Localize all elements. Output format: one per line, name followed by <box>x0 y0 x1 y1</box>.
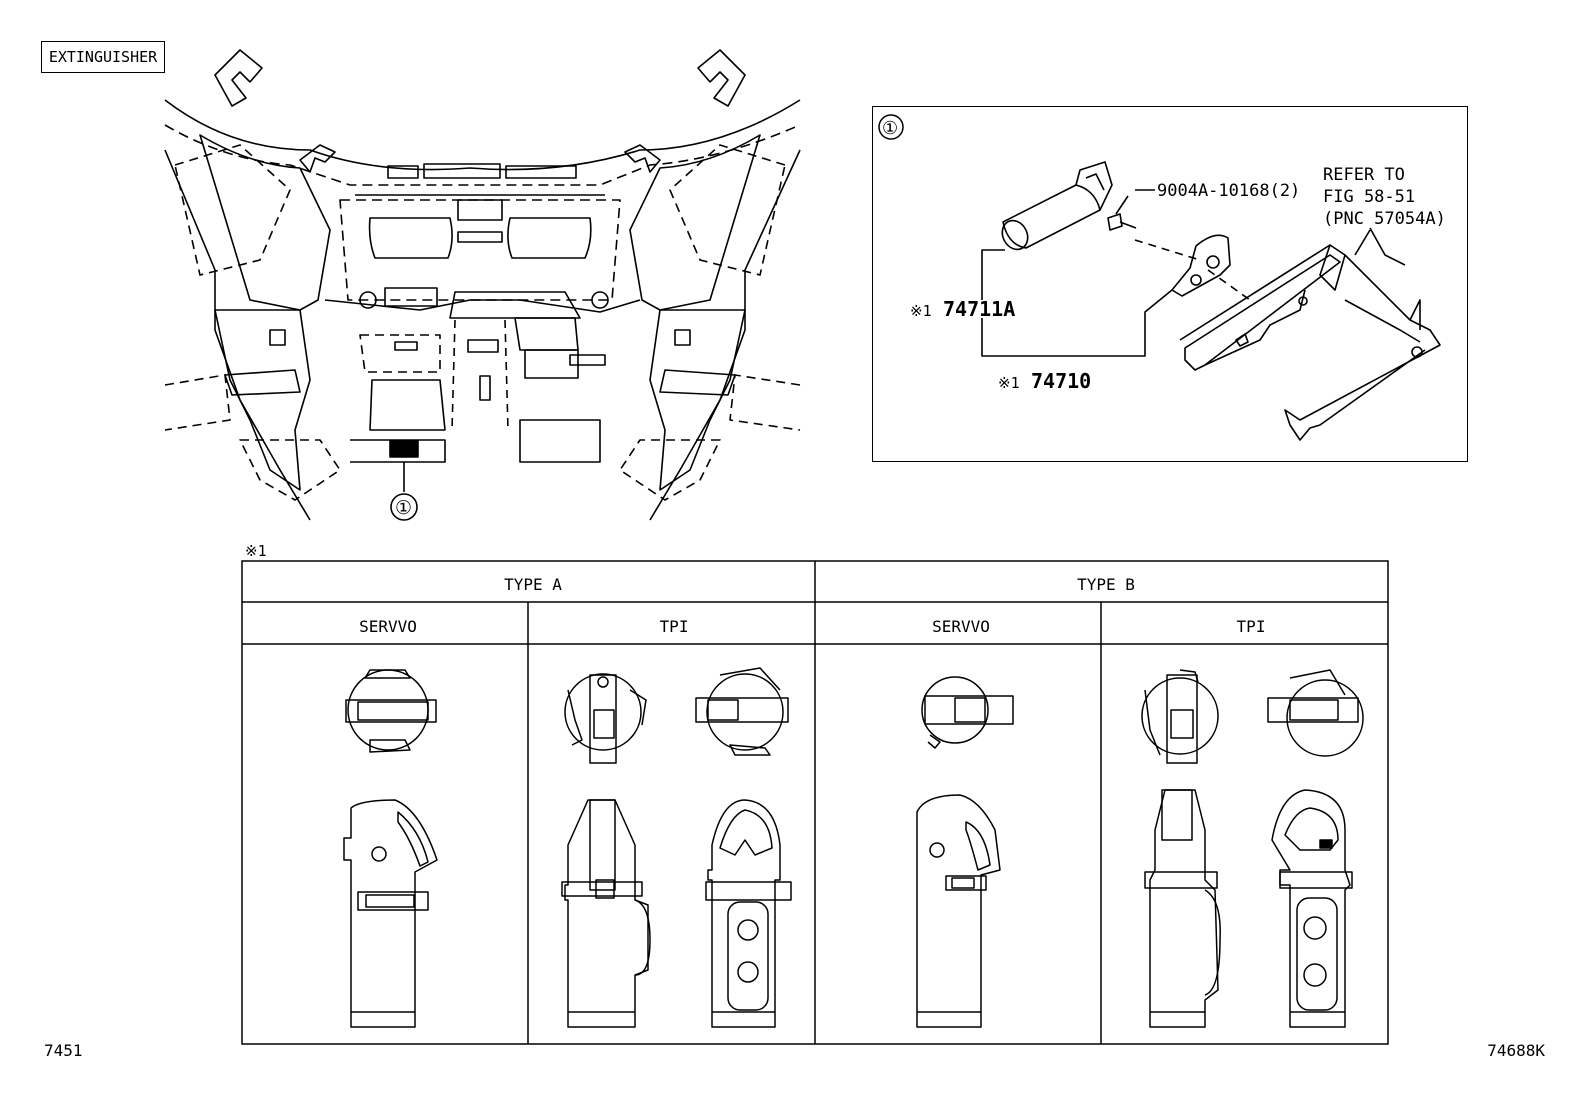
left-pillar <box>164 149 311 521</box>
type-b-tpi-header: TPI <box>1237 617 1266 636</box>
seat-left <box>214 309 311 491</box>
right-pillar <box>649 149 801 521</box>
callout-circle <box>390 493 418 521</box>
extinguisher-bracket <box>1171 234 1231 297</box>
type-b-tpi-side-view-1 <box>1144 789 1221 1028</box>
detail-view-frame <box>872 106 1468 462</box>
type-a-servvo-header: SERVVO <box>359 617 417 636</box>
type-b-servvo-top-view <box>921 676 1014 749</box>
type-b-tpi-side-view-2 <box>1271 789 1353 1028</box>
note-mark-74711a: ※1 <box>910 302 932 320</box>
refer-line-2: FIG 58-51 <box>1323 187 1415 207</box>
type-b-tpi-top-view-1 <box>1141 669 1219 764</box>
footer-right-code: 74688K <box>1487 1041 1545 1060</box>
diagram-title: EXTINGUISHER <box>41 41 165 73</box>
detail-marker: ① <box>882 118 898 139</box>
screw-part-label: 9004A-10168(2) <box>1157 181 1300 201</box>
sun-visor-right <box>507 217 592 259</box>
extinguisher-location <box>389 440 419 458</box>
refer-line-3: (PNC 57054A) <box>1323 209 1446 229</box>
table-note-mark: ※1 <box>245 542 267 560</box>
type-a-tpi-header: TPI <box>660 617 689 636</box>
seat-right <box>649 309 746 491</box>
type-b-servvo-side-view <box>916 794 1001 1028</box>
callout-marker-1: ① <box>395 497 412 519</box>
roof-outline <box>164 99 801 171</box>
part-74711a: 74711A <box>943 297 1015 321</box>
note-mark-74710: ※1 <box>998 374 1020 392</box>
type-b-tpi-top-view-2 <box>1267 669 1364 757</box>
sun-visor-left <box>368 217 453 259</box>
type-a-tpi-top-view-1 <box>564 673 647 764</box>
type-a-tpi-side-view-1 <box>561 799 651 1028</box>
type-b-header: TYPE B <box>1077 575 1135 594</box>
refer-line-1: REFER TO <box>1323 165 1405 185</box>
screw <box>1107 213 1123 231</box>
type-a-header: TYPE A <box>504 575 562 594</box>
type-b-servvo-header: SERVVO <box>932 617 990 636</box>
type-a-tpi-top-view-2 <box>695 667 789 756</box>
footer-left-code: 7451 <box>44 1041 83 1060</box>
type-a-servvo-side-view <box>343 799 438 1028</box>
type-a-tpi-side-view-2 <box>705 799 792 1028</box>
type-a-servvo-top-view <box>345 669 437 753</box>
part-74710: 74710 <box>1031 369 1091 393</box>
